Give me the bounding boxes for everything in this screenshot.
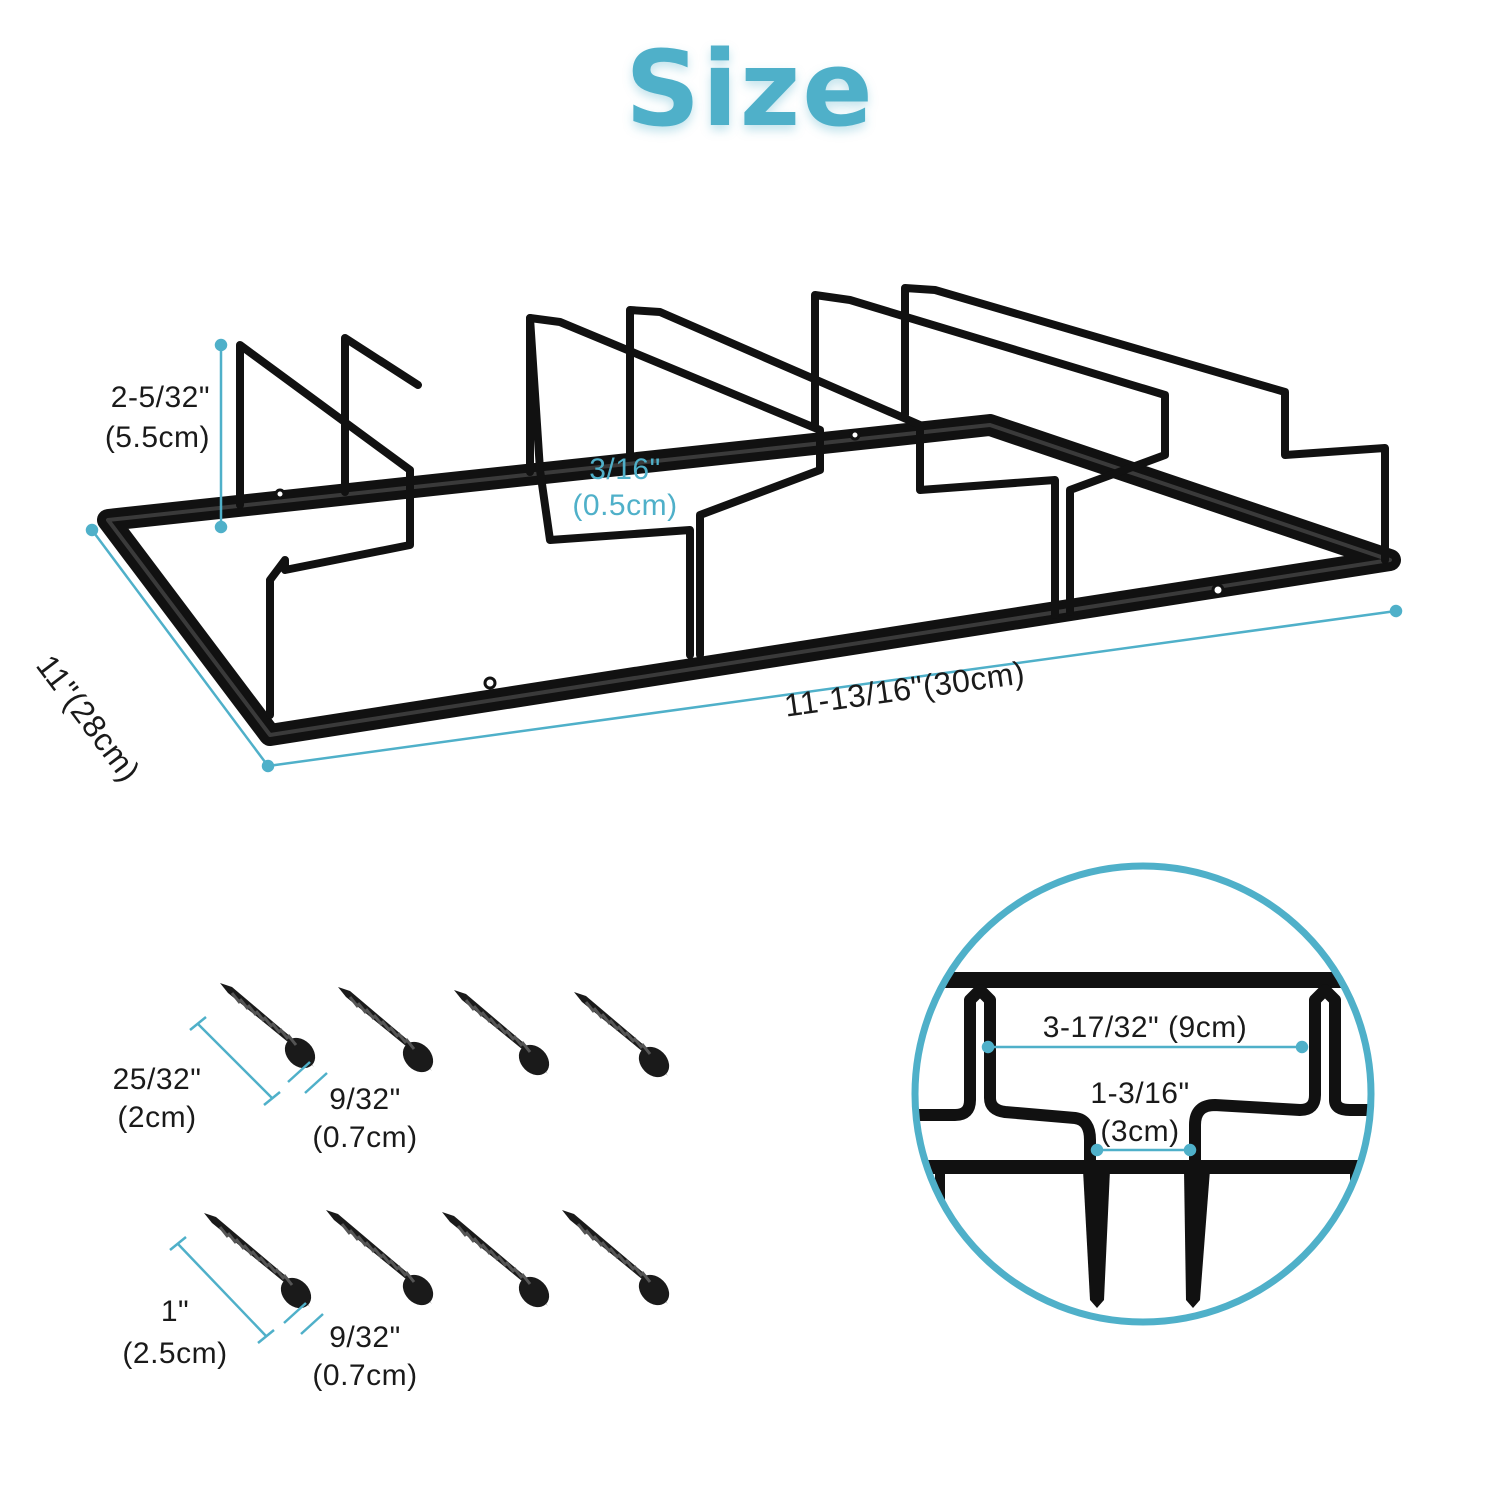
detail-closeup	[915, 866, 1371, 1322]
detail-narrow-gap-cm: (3cm)	[1100, 1115, 1180, 1148]
mounting-holes	[274, 429, 1225, 690]
detail-wide-gap-label: 3-17/32" (9cm)	[1042, 1011, 1248, 1044]
long-screw-head-inch: 9/32"	[329, 1321, 401, 1354]
wire-thickness-inch: 3/16"	[589, 453, 661, 486]
rack-height-cm: (5.5cm)	[104, 421, 210, 454]
detail-narrow-gap-inch: 1-3/16"	[1090, 1077, 1190, 1110]
screw-dimension-lines	[169, 1016, 328, 1344]
rack-frame	[97, 414, 1401, 746]
long-screw-head-cm: (0.7cm)	[312, 1359, 418, 1392]
long-screw-length-cm: (2.5cm)	[122, 1337, 228, 1370]
page-title: Size	[625, 28, 875, 150]
short-screw-head-inch: 9/32"	[329, 1083, 401, 1116]
short-screw-length-inch: 25/32"	[112, 1063, 202, 1096]
rack-height-inch: 2-5/32"	[110, 381, 210, 414]
rack-dimension-lines	[85, 338, 1403, 773]
short-screw-length-cm: (2cm)	[117, 1101, 197, 1134]
rack-wire-holders	[236, 284, 1389, 719]
wire-thickness-cm: (0.5cm)	[572, 489, 678, 522]
short-screw-head-cm: (0.7cm)	[312, 1121, 418, 1154]
long-screw-length-inch: 1"	[160, 1295, 190, 1328]
detail-dimension-lines	[981, 1040, 1309, 1157]
